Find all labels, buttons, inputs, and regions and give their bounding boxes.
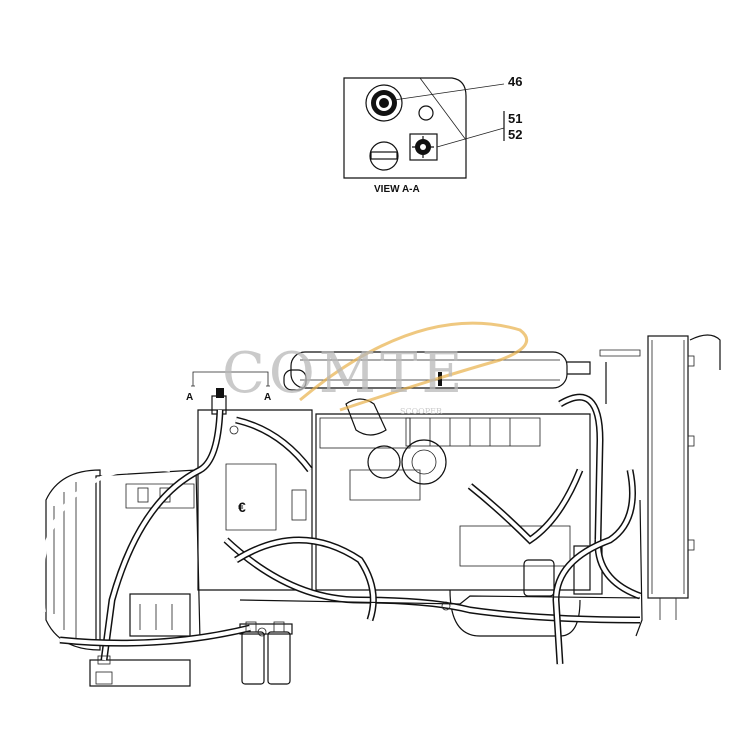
panel-diagonal	[419, 77, 467, 141]
watermark: COMTE SCOOPER	[222, 321, 529, 416]
view-a-a-detail: 46 51 52 VIEW A-A	[343, 74, 522, 195]
symbol-e-icon: €	[238, 499, 246, 515]
callout-52: 52	[508, 127, 522, 142]
section-marker-a-a: A A	[186, 371, 271, 403]
watermark-text: COMTE	[222, 341, 466, 406]
hose-clamps	[97, 425, 451, 665]
indicator-light-icon	[418, 105, 434, 121]
leader-46	[393, 83, 505, 101]
engine-block	[315, 413, 591, 637]
turbocharger	[345, 398, 447, 485]
callout-51: 51	[508, 111, 522, 126]
hoses	[39, 393, 643, 665]
view-caption: VIEW A-A	[374, 184, 420, 195]
radiator	[599, 334, 721, 620]
filler-cap-icon	[369, 141, 399, 171]
callout-46: 46	[508, 74, 522, 89]
section-mark-right: A	[264, 392, 271, 403]
gear-switch-icon	[409, 133, 438, 161]
engine-assembly: A A	[39, 334, 721, 687]
watermark-swoosh	[299, 321, 529, 412]
round-switch-icon	[365, 84, 403, 122]
watermark-subtext: SCOOPER	[400, 407, 443, 416]
detail-panel-outline	[343, 77, 467, 179]
leader-51-52	[436, 127, 505, 148]
section-mark-left: A	[186, 392, 193, 403]
